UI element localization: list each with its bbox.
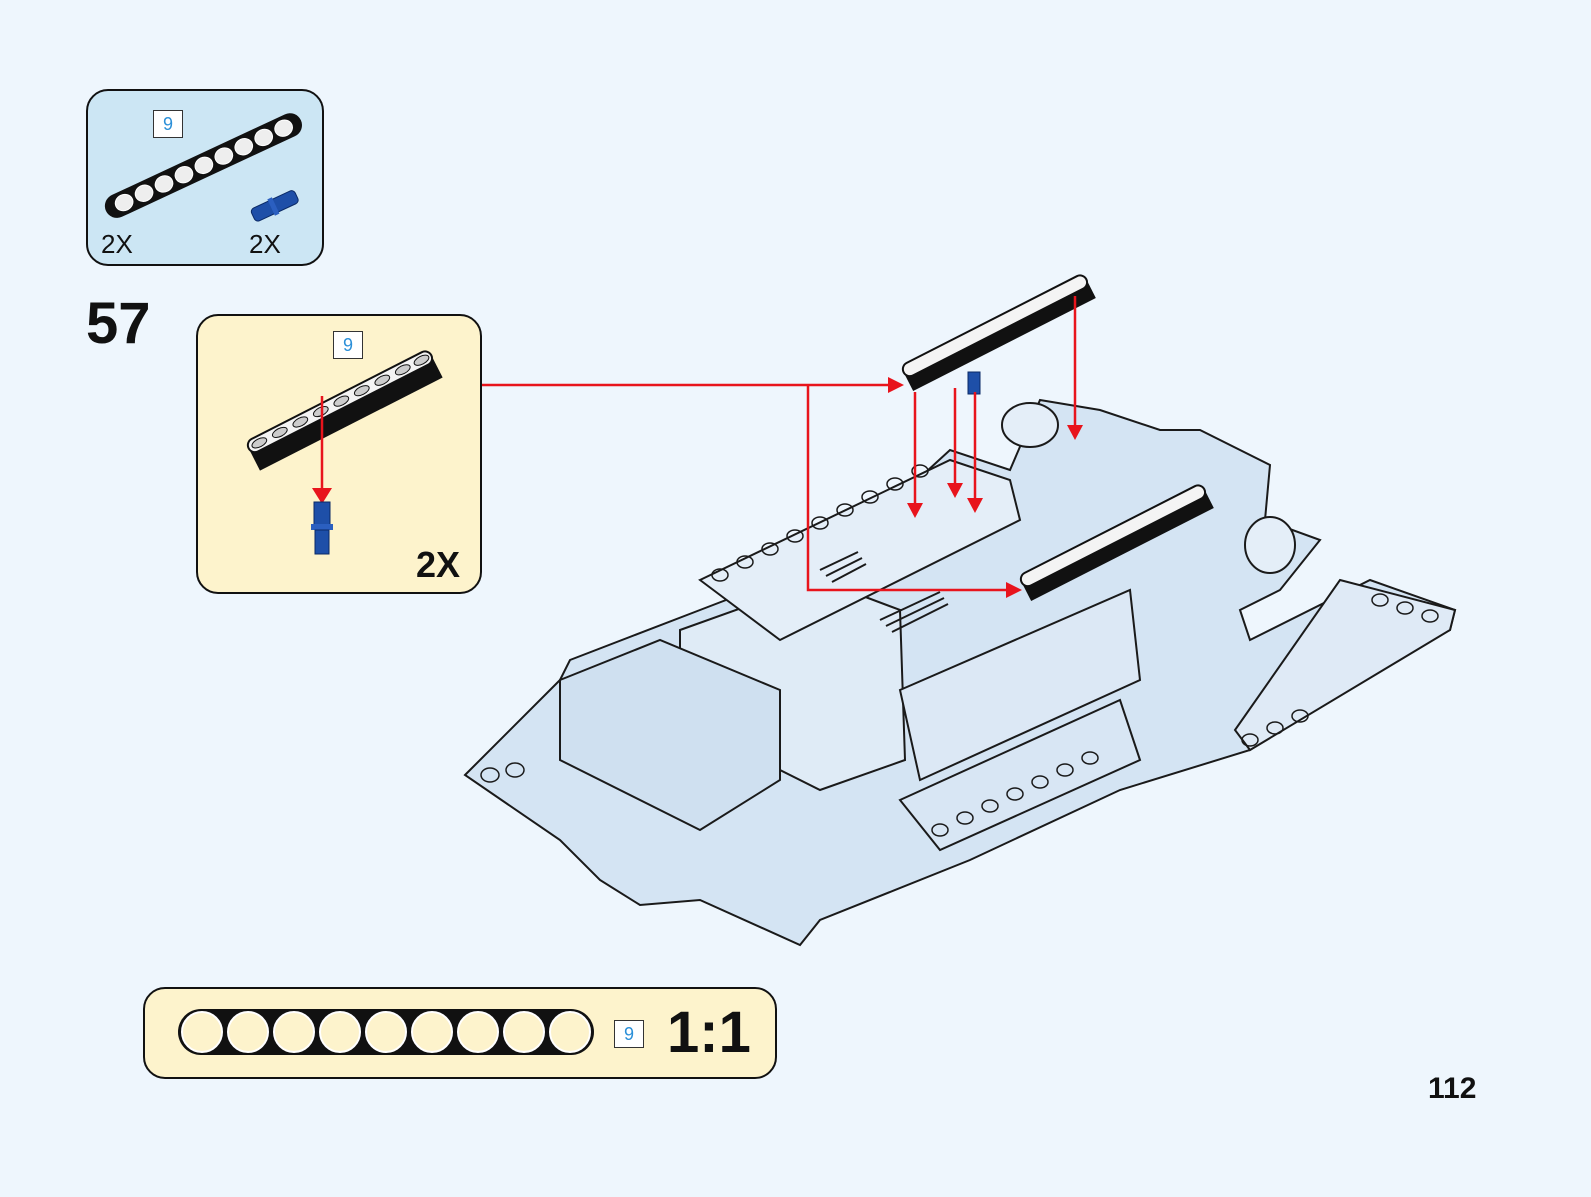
- page-number: 112: [1428, 1072, 1477, 1105]
- beam-length-tag: 9: [153, 110, 183, 138]
- beam-quantity: 2X: [101, 229, 133, 259]
- subassembly-multiplier: 2X: [415, 544, 460, 585]
- subassembly-beam-tag: 9: [333, 331, 363, 359]
- vent-slots: [819, 551, 949, 633]
- step-number: 57: [86, 291, 151, 356]
- pin-part: [967, 371, 981, 395]
- placement-arrows: [482, 296, 1077, 592]
- scale-length-tag: 9: [614, 1020, 644, 1048]
- model-holes: [480, 464, 1439, 837]
- parts-list-box: 9 2X 2X: [86, 89, 324, 266]
- parts-illustration: [104, 113, 302, 222]
- beam-part: [104, 113, 302, 218]
- subassembly-box: 9 2X: [196, 314, 482, 594]
- front-beam: [1019, 484, 1214, 602]
- scale-beam: [178, 1009, 594, 1055]
- pin-quantity: 2X: [249, 229, 281, 259]
- scale-ratio: 1:1: [667, 1000, 751, 1065]
- top-beam: [901, 274, 1096, 392]
- model-chassis: [463, 398, 1457, 947]
- scale-guide-box: 9 1:1: [143, 987, 777, 1079]
- subassembly-illustration: [246, 350, 443, 555]
- arrow-heads: [888, 377, 1083, 598]
- pin-part: [250, 190, 299, 222]
- pin-part: [311, 501, 333, 555]
